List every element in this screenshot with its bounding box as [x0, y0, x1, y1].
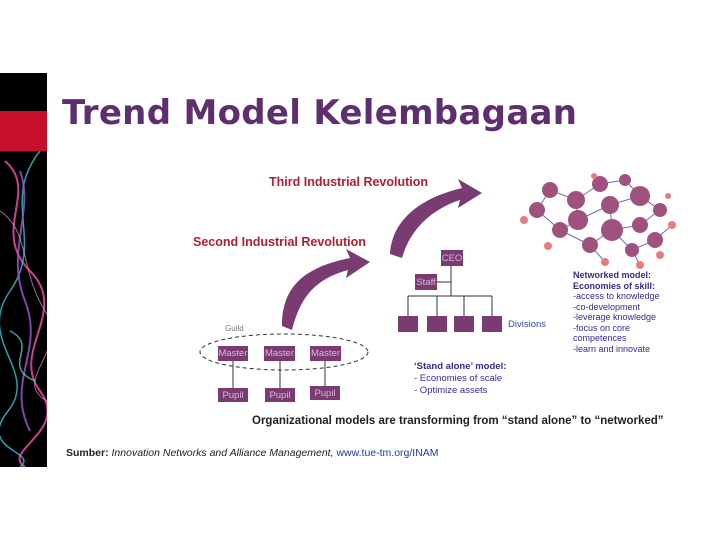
side-black-block: [0, 73, 47, 111]
source-url-suffix[interactable]: INAM: [412, 447, 439, 459]
staff-box: Staff: [415, 274, 437, 290]
network-nodes: [520, 173, 676, 269]
master-box-3: Master: [310, 346, 341, 361]
stand-alone-text: ‘Stand alone’ model: - Economies of scal…: [414, 361, 506, 397]
slide-title: Trend Model Kelembagaan: [62, 93, 578, 133]
pupil-box-3: Pupil: [310, 386, 340, 400]
stand-alone-point-2: - Optimize assets: [414, 385, 488, 396]
networked-text: Networked model: Economies of skill: -ac…: [573, 270, 660, 354]
source-prefix: Sumber:: [66, 447, 112, 459]
division-box-2: [427, 316, 447, 332]
diagram-caption: Organizational models are transforming f…: [252, 415, 664, 427]
guild-ellipse: [199, 333, 369, 371]
stand-alone-point-1: - Economies of scale: [414, 373, 503, 384]
master-box-1: Master: [218, 346, 248, 361]
guild-label: Guild: [225, 324, 244, 333]
arrow-to-network: [390, 179, 482, 258]
master-box-2: Master: [264, 346, 295, 361]
division-box-4: [482, 316, 502, 332]
side-decoration-art: [0, 151, 47, 467]
division-box-1: [398, 316, 418, 332]
source-url[interactable]: www.tue-tm.org/: [336, 447, 413, 459]
networked-point-4: -focus on core: [573, 322, 631, 333]
arrow-to-hierarchy: [282, 249, 370, 330]
source-citation: Sumber: Innovation Networks and Alliance…: [66, 447, 439, 459]
networked-point-5: competences: [573, 333, 627, 343]
networked-point-1: -access to knowledge: [573, 291, 660, 301]
stand-alone-heading: ‘Stand alone’ model:: [414, 361, 507, 372]
source-work: Innovation Networks and Alliance Managem…: [111, 447, 334, 459]
networked-point-2: -co-development: [573, 301, 641, 312]
second-revolution-label: Second Industrial Revolution: [193, 235, 366, 249]
side-red-block: [0, 111, 47, 151]
networked-point-3: -leverage knowledge: [573, 312, 657, 322]
third-revolution-label: Third Industrial Revolution: [269, 175, 429, 189]
networked-point-6: -learn and innovate: [573, 343, 651, 354]
ceo-box: CEO: [441, 250, 463, 266]
division-box-3: [454, 316, 474, 332]
divisions-label: Divisions: [508, 319, 547, 330]
networked-sub: Economies of skill:: [573, 280, 656, 291]
pupil-box-1: Pupil: [218, 388, 248, 402]
networked-heading: Networked model:: [573, 270, 652, 280]
pupil-box-2: Pupil: [265, 388, 295, 402]
